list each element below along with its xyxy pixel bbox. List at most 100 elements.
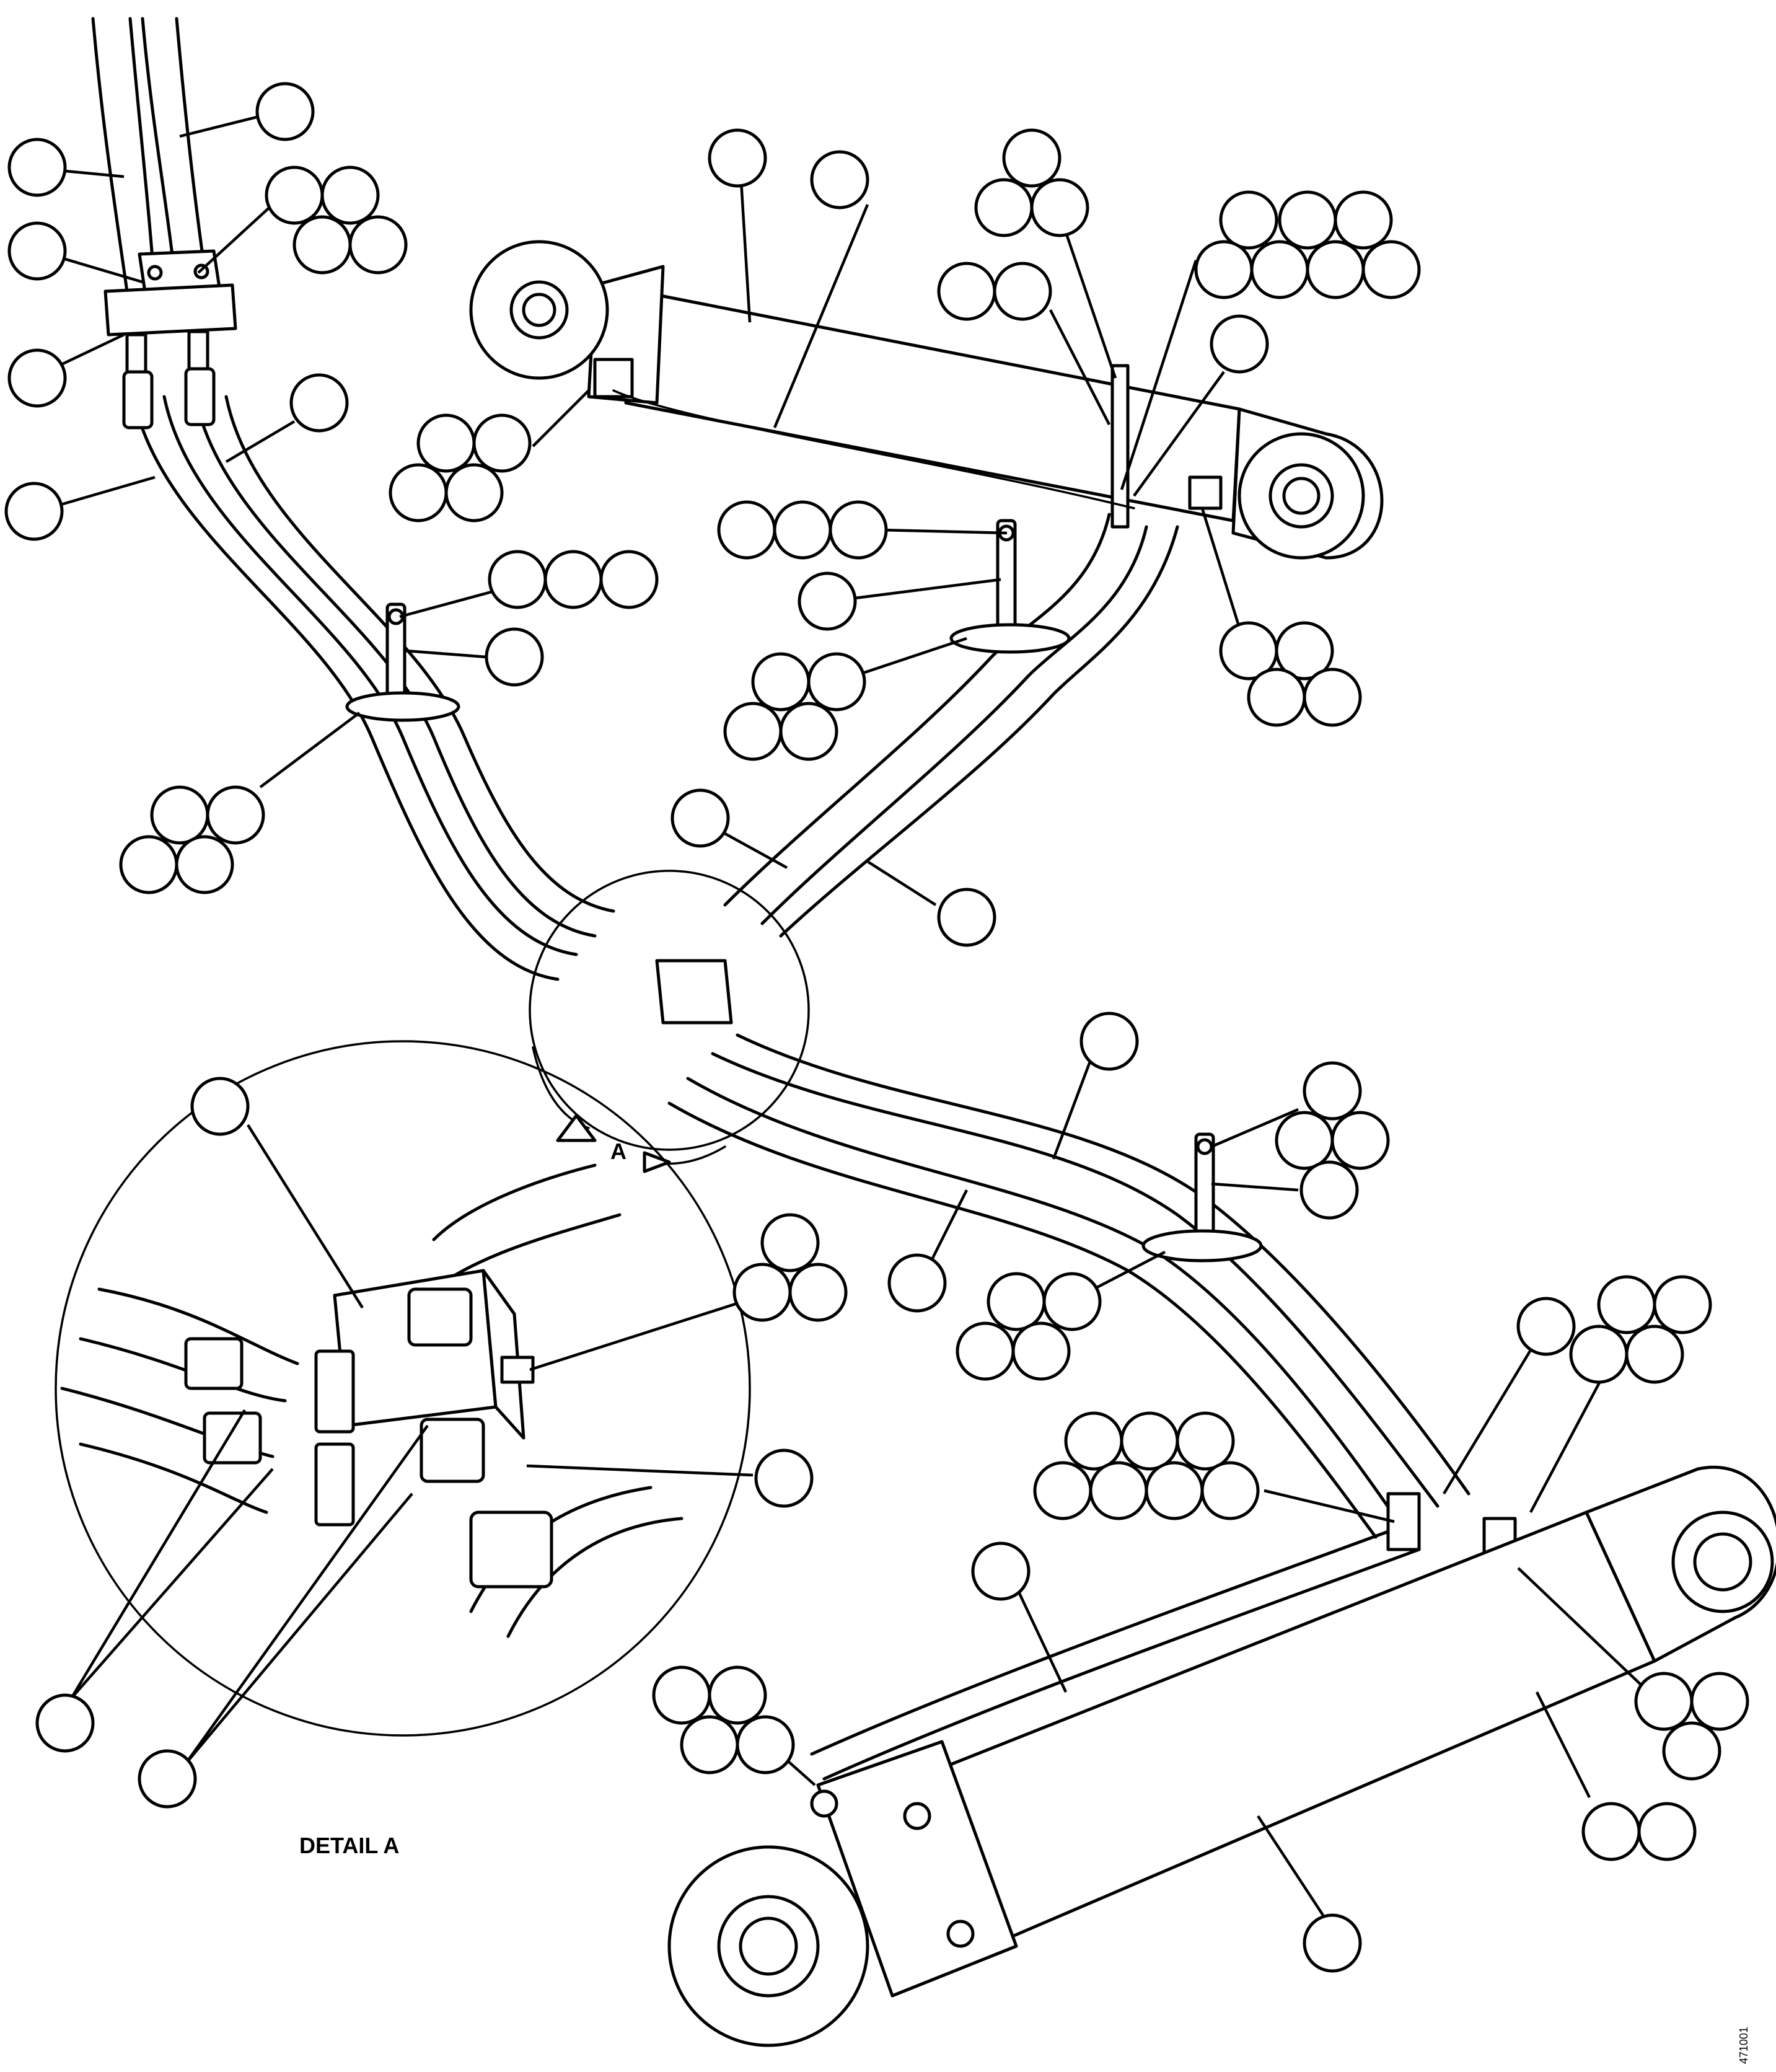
part-number-callouts	[4, 82, 1749, 1973]
callout-bubble	[1120, 1411, 1179, 1471]
callout-bubble	[1210, 314, 1269, 374]
callout-bubble	[1089, 1461, 1148, 1520]
callout-bubble	[4, 482, 64, 541]
callout-bubble	[1330, 1111, 1390, 1170]
callout-bubble	[1219, 190, 1278, 250]
callout-bubble	[599, 550, 659, 609]
callout-bubble	[35, 1693, 95, 1753]
callout-bubble	[1079, 1012, 1139, 1071]
callout-bubble	[1275, 1111, 1334, 1170]
callout-bubble	[138, 1749, 197, 1809]
detail-a-marker: A	[610, 1139, 626, 1164]
callout-bubble	[320, 165, 380, 225]
callout-bubble	[348, 215, 408, 275]
callout-bubble	[119, 835, 178, 894]
callout-bubble	[472, 413, 532, 473]
callout-bubble	[543, 550, 603, 609]
callout-bubble	[1303, 1913, 1362, 1973]
callout-bubble	[1033, 1461, 1092, 1520]
detail-a-caption: DETAIL A	[299, 1833, 399, 1858]
callout-bubble	[7, 138, 67, 197]
callout-bubble	[1653, 1275, 1712, 1334]
callout-bubble	[1303, 1061, 1362, 1121]
callout-bubble	[175, 835, 234, 894]
callout-bubble	[754, 1448, 814, 1508]
callout-bubble	[1011, 1321, 1071, 1381]
callout-bubble	[1637, 1802, 1697, 1861]
callout-bubble	[971, 1541, 1031, 1601]
callout-bubble	[289, 373, 349, 433]
callout-bubble	[1690, 1672, 1749, 1731]
callout-bubble	[1002, 128, 1062, 188]
callout-bubble	[1569, 1325, 1629, 1384]
callout-bubble	[485, 627, 544, 687]
hose-clamps	[345, 519, 1517, 1576]
callout-bubble	[1200, 1461, 1260, 1520]
lower-hydraulic-cylinder	[667, 1465, 1776, 2047]
callout-bubble	[190, 1077, 250, 1136]
callout-bubble	[807, 652, 866, 712]
callout-bubble	[1306, 240, 1365, 299]
callout-bubble	[1278, 190, 1337, 250]
callout-bubble	[7, 348, 67, 408]
callout-bubble	[987, 1272, 1046, 1331]
callout-bubble	[1581, 1802, 1641, 1861]
callout-bubble	[779, 702, 838, 761]
callout-bubble	[488, 550, 547, 609]
callout-bubble	[1247, 668, 1306, 727]
callout-bubble	[389, 463, 448, 522]
callout-bubble	[670, 788, 730, 848]
callout-bubble	[150, 785, 209, 845]
callout-bubble	[751, 652, 811, 712]
callout-bubble	[810, 150, 869, 209]
callout-bubble	[974, 178, 1034, 237]
callout-bubble	[1299, 1160, 1359, 1220]
callout-bubble	[732, 1263, 792, 1322]
callout-bubble	[723, 702, 783, 761]
callout-bubble	[829, 500, 888, 560]
upper-manifold-block	[103, 249, 237, 430]
callout-bubble	[1250, 240, 1309, 299]
callout-bubble	[206, 785, 265, 845]
callout-bubble	[1275, 621, 1334, 681]
callout-bubble	[937, 888, 996, 947]
callout-bubble	[1176, 1411, 1235, 1471]
callout-bubble	[7, 221, 67, 281]
callout-bubble	[937, 262, 996, 321]
callout-bubble	[1145, 1461, 1204, 1520]
callout-bubble	[255, 82, 315, 141]
callout-bubble	[717, 500, 776, 560]
upper-hydraulic-cylinder	[469, 240, 1384, 560]
callout-bubble	[993, 262, 1052, 321]
callout-bubble	[773, 500, 832, 560]
callout-bubble	[1194, 240, 1254, 299]
detail-a-callout: A	[529, 870, 810, 1173]
callout-bubble	[416, 413, 476, 473]
callout-bubble	[887, 1253, 947, 1313]
callout-bubble	[708, 1665, 767, 1725]
callout-bubble	[760, 1213, 820, 1272]
callout-bubble	[1030, 178, 1089, 237]
callout-bubble	[1303, 668, 1362, 727]
callout-bubble	[1625, 1325, 1684, 1384]
callout-bubble	[708, 128, 767, 188]
callout-bubble	[1064, 1411, 1123, 1471]
callout-bubble	[1634, 1672, 1694, 1731]
callout-bubble	[1334, 190, 1393, 250]
detail-a-enlarged-view: DETAIL A	[55, 1040, 751, 1858]
callout-bubble	[1361, 240, 1421, 299]
callout-bubble	[1597, 1275, 1656, 1334]
callout-bubble	[1042, 1272, 1102, 1331]
callout-bubble	[292, 215, 352, 275]
drawing-number: 471001	[1738, 2027, 1750, 2064]
callout-bubble	[736, 1715, 795, 1774]
callout-bubble	[680, 1715, 739, 1774]
callout-bubble	[956, 1321, 1015, 1381]
callout-bubble	[444, 463, 504, 522]
callout-bubble	[1516, 1297, 1576, 1356]
callout-bubble	[265, 165, 324, 225]
callout-bubble	[1662, 1721, 1721, 1781]
callout-bubble	[788, 1263, 848, 1322]
callout-bubble	[652, 1665, 711, 1725]
